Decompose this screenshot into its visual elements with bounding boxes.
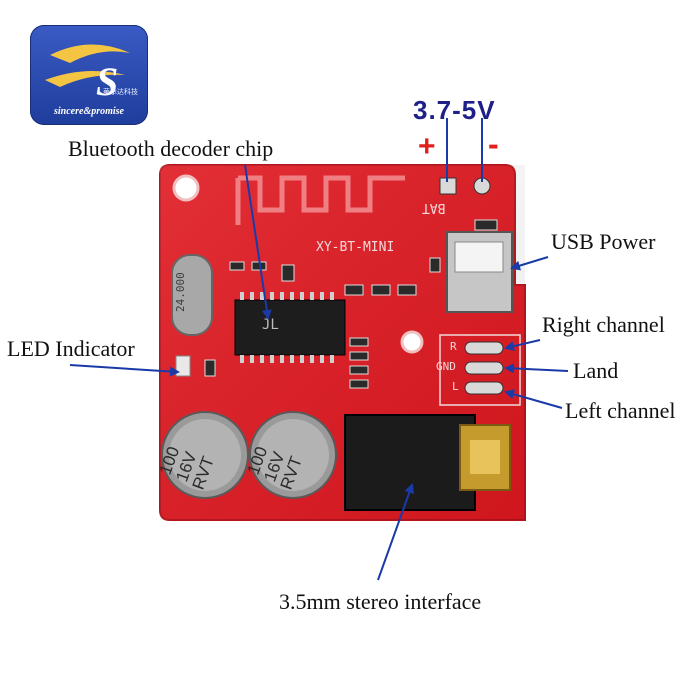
bluetooth-decoder-chip: [234, 299, 346, 356]
arrow-left-channel: [504, 389, 563, 409]
callout-usb-power: USB Power: [551, 229, 656, 254]
callout-land: Land: [573, 358, 619, 383]
smd-components: [204, 219, 498, 389]
mount-hole-center: [400, 330, 424, 354]
pad-label-l: L: [452, 380, 459, 393]
svg-text:S: S: [96, 59, 118, 104]
logo-brand-text: sincere&promise: [54, 106, 124, 117]
pad-ground: [464, 361, 504, 375]
logo-swoosh-icon: S: [45, 44, 130, 104]
positive-sign: +: [418, 130, 436, 163]
pad-left-channel: [464, 381, 504, 395]
logo-chinese-text: 華承达科技: [103, 88, 138, 96]
pad-label-gnd: GND: [436, 360, 456, 373]
arrow-bluetooth-chip: [244, 164, 272, 320]
arrow-right-channel: [504, 339, 541, 352]
crystal-oscillator: [171, 254, 213, 336]
pad-outline: [439, 334, 521, 406]
callout-stereo-interface: 3.5mm stereo interface: [279, 589, 482, 614]
chip-marking: JL: [262, 317, 279, 333]
arrow-land: [504, 363, 569, 374]
pad-label-r: R: [450, 340, 457, 353]
callout-right-channel: Right channel: [542, 312, 665, 337]
callout-bluetooth-chip: Bluetooth decoder chip: [68, 136, 274, 161]
pad-right-channel: [464, 341, 504, 355]
negative-sign: -: [488, 126, 499, 162]
callout-left-channel: Left channel: [565, 398, 676, 423]
arrow-stereo-interface: [377, 483, 415, 581]
chip-pins: [240, 292, 334, 363]
arrow-usb-power: [510, 256, 549, 271]
model-silkscreen: XY-BT-MINI: [316, 240, 395, 255]
brand-logo: S 華承达科技 sincere&promise: [30, 25, 148, 125]
arrow-led-indicator: [69, 364, 180, 377]
mount-hole-top-left: [172, 174, 200, 202]
antenna-trace: [235, 175, 405, 225]
callout-led-indicator: LED Indicator: [7, 336, 135, 361]
